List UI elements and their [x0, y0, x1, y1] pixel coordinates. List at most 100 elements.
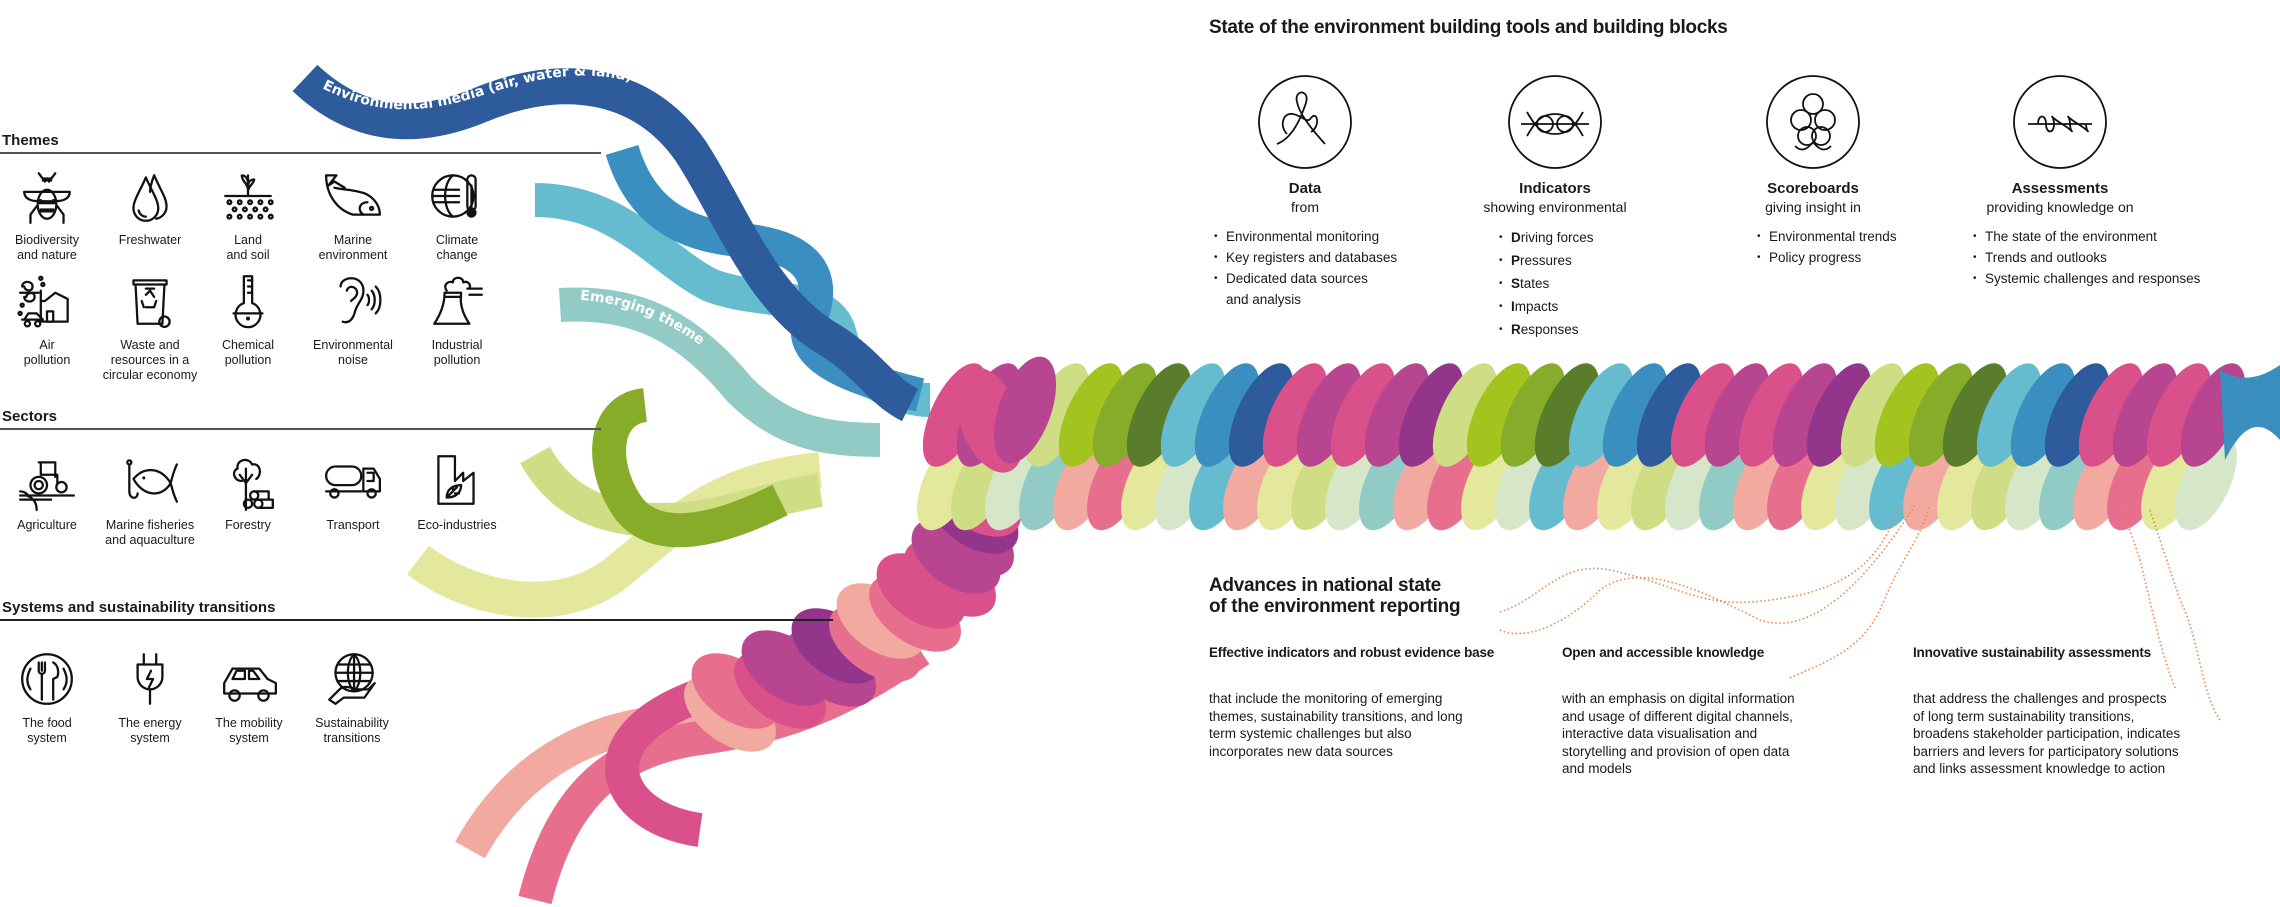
- environmental-item: Environmental noise: [298, 270, 408, 368]
- tractor-icon: [18, 461, 76, 512]
- tool-subheading: showing environmental: [1483, 199, 1627, 215]
- rope-upper-segment: [1874, 363, 1940, 467]
- bullet-initial: I: [1511, 299, 1515, 314]
- dotted-connector: [2119, 504, 2176, 689]
- rope-upper-segment: [1398, 363, 1464, 467]
- knot-circle-icon: [2013, 75, 2107, 169]
- dotted-connector: [1499, 504, 1916, 635]
- tool-bullets: Environmental trendsPolicy progress: [1757, 226, 1897, 268]
- bullet-item: Environmental trends: [1757, 226, 1897, 247]
- tool-heading: Scoreboards: [1767, 180, 1859, 197]
- factory-leaf-icon: [437, 455, 475, 505]
- tool-heading: Data: [1288, 180, 1322, 197]
- icon-label: Biodiversity and nature: [15, 233, 79, 262]
- dotted-connector: [1789, 504, 1931, 679]
- rope-upper-segment: [1602, 363, 1668, 467]
- bullet-item: Systemic challenges and responses: [1973, 268, 2200, 289]
- rope-upper-segment: [1534, 363, 1600, 467]
- rope-upper-segment: [1262, 363, 1328, 467]
- bullet-item: Pressures: [1499, 249, 1594, 272]
- rope-upper-segment: [1806, 363, 1872, 467]
- bullet-item: Dedicated data sources and analysis: [1214, 268, 1397, 310]
- icon-label: Industrial pollution: [431, 338, 483, 367]
- flask-icon: [232, 275, 264, 329]
- ear-sound-icon: [339, 277, 382, 324]
- forestry-item: Forestry: [193, 450, 303, 533]
- advance-heading: Effective indicators and robust evidence…: [1209, 645, 1495, 660]
- agriculture-item: Agriculture: [0, 450, 102, 533]
- industrial-item: Industrial pollution: [402, 270, 512, 368]
- bullet-rest: riving forces: [1520, 230, 1594, 245]
- bullet-item: Trends and outlooks: [1973, 247, 2200, 268]
- bullet-rest: ressures: [1520, 253, 1572, 268]
- rope-upper-segment: [1092, 363, 1158, 467]
- plate-cutlery-icon: [21, 653, 73, 705]
- rope-upper-segment: [1466, 363, 1532, 467]
- tree-logs-icon: [232, 458, 274, 512]
- freshwater-item: Freshwater: [95, 165, 205, 248]
- themes-heading: Themes: [2, 132, 59, 149]
- bullet-initial: P: [1511, 253, 1521, 268]
- rope-upper-segment: [1772, 363, 1838, 467]
- rope-upper-segment: [1636, 363, 1702, 467]
- biodiversity-item: Biodiversity and nature: [0, 165, 102, 263]
- sprout-soil-icon: [224, 174, 274, 220]
- icon-label: The food system: [22, 716, 72, 745]
- eco-industries-item: Eco-industries: [402, 450, 512, 533]
- bullet-item: Impacts: [1499, 295, 1594, 318]
- rope-upper-segment: [2010, 363, 2076, 467]
- ribbon-teal-emerging: [558, 287, 881, 457]
- the-mobility-item: The mobility system: [194, 648, 304, 746]
- rope-upper-segment: [1670, 363, 1736, 467]
- icon-label: Eco-industries: [417, 518, 497, 532]
- knot-circle-icon: [1258, 75, 1352, 169]
- tool-indicators: Indicators showing environmental: [1435, 74, 1675, 215]
- rope-upper-segment: [1364, 363, 1430, 467]
- rope-upper-segment: [1024, 363, 1090, 467]
- marine-item: Marine environment: [298, 165, 408, 263]
- chemical-item: Chemical pollution: [193, 270, 303, 368]
- dotted-connectors: [1499, 504, 2221, 721]
- systems-heading: Systems and sustainability transitions: [2, 599, 276, 616]
- dotted-connector: [2149, 509, 2221, 721]
- icon-label: Environmental noise: [313, 338, 393, 367]
- bullet-item: Driving forces: [1499, 226, 1594, 249]
- the-energy-item: The energy system: [95, 648, 205, 746]
- rope-strand-segment: [993, 356, 1057, 464]
- water-drops-icon: [132, 174, 168, 222]
- ribbon-green-hook: [592, 388, 788, 548]
- icon-label: Sustainability transitions: [315, 716, 389, 745]
- tool-bullets: Environmental monitoringKey registers an…: [1214, 226, 1397, 310]
- bullet-rest: mpacts: [1514, 299, 1559, 314]
- icon-label: The mobility system: [215, 716, 283, 745]
- icon-label: Waste and resources in a circular econom…: [102, 338, 198, 382]
- icon-label: Transport: [326, 518, 380, 532]
- climate-item: Climate change: [402, 165, 512, 263]
- the-food-item: The food system: [0, 648, 102, 746]
- advance-body: that address the challenges and prospect…: [1913, 691, 2181, 776]
- rope-upper-segment: [1908, 363, 1974, 467]
- transport-item: Transport: [298, 450, 408, 533]
- tools-title: State of the environment building tools …: [1209, 17, 1728, 38]
- advance-body: that include the monitoring of emerging …: [1209, 691, 1463, 759]
- cooling-tower-icon: [433, 276, 483, 325]
- tool-heading: Assessments: [2011, 180, 2109, 197]
- bullet-item: Environmental monitoring: [1214, 226, 1397, 247]
- themes-divider: [0, 152, 601, 154]
- bullet-rest: esponses: [1520, 322, 1579, 337]
- bullet-item: Policy progress: [1757, 247, 1897, 268]
- air-pollution-icon: [17, 275, 69, 328]
- rope-upper-segment: [1058, 363, 1124, 467]
- waste-and-item: Waste and resources in a circular econom…: [95, 270, 205, 383]
- ribbon-dark-blue: [292, 64, 919, 422]
- fish-hook-icon: [126, 459, 179, 503]
- rope-upper-segment: [1840, 363, 1906, 467]
- tool-heading: Indicators: [1519, 180, 1591, 197]
- rope-upper-segment: [1738, 363, 1804, 467]
- fish-icon: [324, 174, 382, 216]
- rope-upper-segment: [1976, 363, 2042, 467]
- rope-upper-segment: [1432, 363, 1498, 467]
- advance-heading: Open and accessible knowledge: [1562, 645, 1765, 660]
